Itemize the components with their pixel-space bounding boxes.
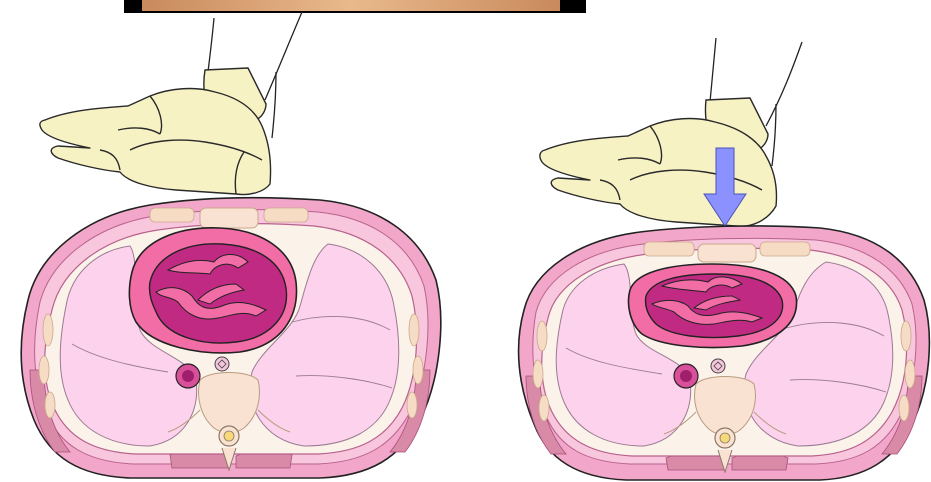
thorax-cross-section xyxy=(519,226,930,480)
gloved-hands-icon xyxy=(540,98,777,226)
panel-compressed xyxy=(519,38,930,480)
sternum xyxy=(698,244,756,262)
gloved-hands-icon xyxy=(40,68,271,195)
sternum xyxy=(200,208,258,228)
heart xyxy=(629,264,797,348)
heart xyxy=(129,228,296,353)
thorax-cross-section xyxy=(21,198,441,478)
esophagus xyxy=(215,357,229,371)
photo-strip xyxy=(124,0,586,13)
esophagus xyxy=(711,359,725,373)
panel-uncompressed xyxy=(21,12,441,478)
